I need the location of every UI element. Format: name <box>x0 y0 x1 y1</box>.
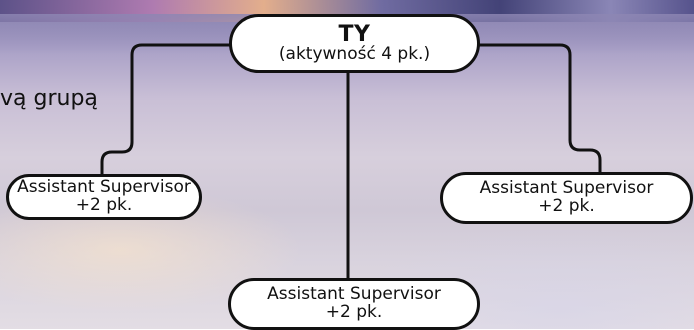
child-left-title: Assistant Supervisor <box>17 177 191 198</box>
child-left-points: +2 pk. <box>75 195 133 215</box>
connector-left <box>100 43 232 178</box>
connector-right <box>472 43 602 176</box>
partial-side-text: vą grupą <box>0 86 98 111</box>
child-node-right: Assistant Supervisor +2 pk. <box>440 172 693 224</box>
root-subtitle: (aktywność 4 pk.) <box>278 44 431 65</box>
root-node-you: TY (aktywność 4 pk.) <box>229 14 480 73</box>
child-right-title: Assistant Supervisor <box>479 178 654 199</box>
child-center-points: +2 pk. <box>325 302 383 322</box>
root-title: TY <box>338 22 371 48</box>
child-center-title: Assistant Supervisor <box>267 284 441 305</box>
child-node-left: Assistant Supervisor +2 pk. <box>6 174 202 220</box>
child-node-center: Assistant Supervisor +2 pk. <box>228 278 480 330</box>
child-right-points: +2 pk. <box>538 196 595 216</box>
